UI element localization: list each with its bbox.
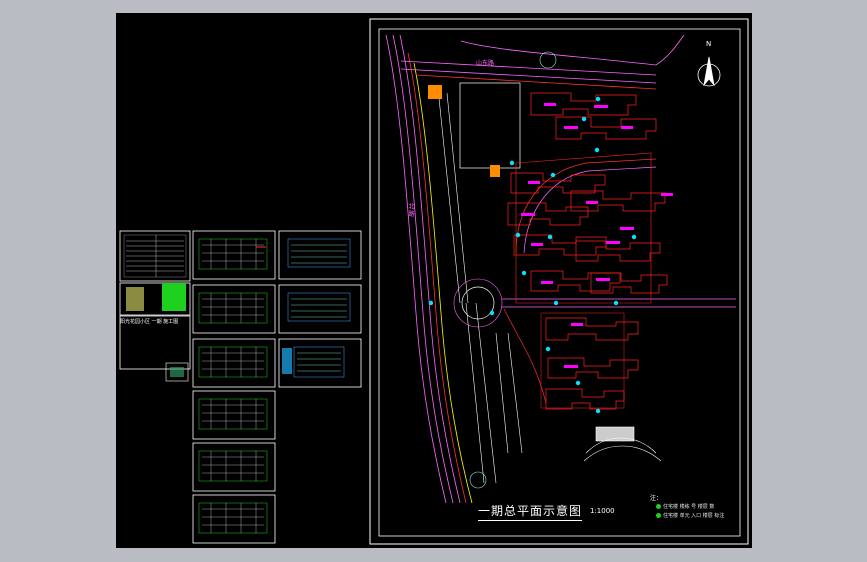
legend-swatch-icon bbox=[656, 504, 661, 509]
residential-buildings bbox=[507, 92, 668, 410]
legend-item-label: 住宅楼 单元 入口 楼层 标注 bbox=[663, 513, 725, 519]
legend-item-label: 住宅楼 楼栋 号 楼层 数 bbox=[663, 504, 715, 510]
plan-title: 一期总平面示意图 bbox=[478, 502, 583, 521]
east-road bbox=[502, 158, 736, 404]
cad-drawing-canvas[interactable]: N 山东路 北 路 阳光花园小区 一期 施工图 一期总平面示意图 1:1000 … bbox=[116, 13, 752, 548]
north-label: N bbox=[706, 40, 712, 48]
north-road-label: 山东路 bbox=[476, 60, 495, 67]
west-road-label: 北 路 bbox=[407, 203, 414, 217]
clubhouse bbox=[583, 426, 662, 462]
legend-item: 住宅楼 楼栋 号 楼层 数 bbox=[656, 503, 714, 510]
north-arrow-icon bbox=[697, 56, 721, 87]
legend-item: 住宅楼 单元 入口 楼层 标注 bbox=[656, 512, 724, 519]
legend-swatch-icon bbox=[656, 513, 661, 518]
plan-scale: 1:1000 bbox=[590, 507, 615, 515]
building-tags bbox=[521, 103, 673, 368]
floor-plan-sheets bbox=[192, 230, 276, 544]
site-plan-sheet[interactable] bbox=[369, 18, 749, 545]
entry-markers bbox=[428, 96, 637, 414]
sheet-thumbnails[interactable] bbox=[119, 230, 362, 544]
north-road bbox=[400, 34, 685, 90]
legend-header: 注： bbox=[650, 495, 663, 502]
cover-sheet-note: 阳光花园小区 一期 施工图 bbox=[120, 319, 179, 325]
west-road bbox=[385, 34, 473, 504]
drawing-layout-svg bbox=[119, 18, 749, 545]
